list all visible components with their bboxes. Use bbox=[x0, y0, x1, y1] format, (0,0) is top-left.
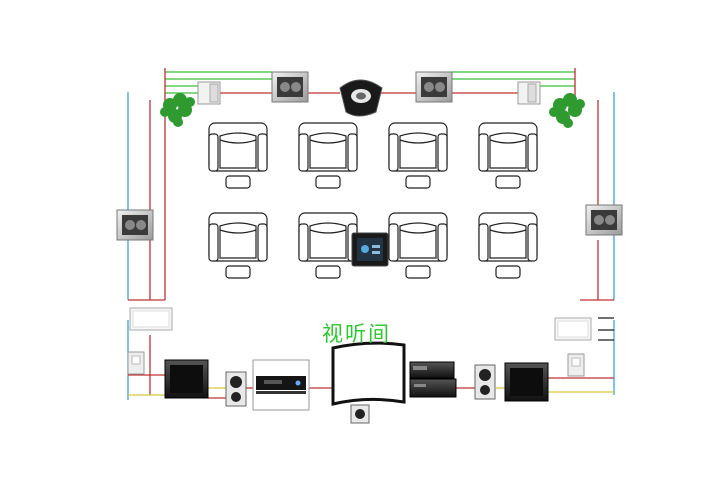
wiring bbox=[127, 68, 615, 400]
seat-icon bbox=[208, 212, 268, 279]
subwoofer-icon bbox=[504, 362, 549, 402]
seat-icon bbox=[388, 122, 448, 189]
subwoofer-icon bbox=[164, 359, 209, 399]
seat-icon bbox=[298, 212, 358, 279]
center-speaker-icon bbox=[474, 364, 496, 400]
plant-icon bbox=[549, 93, 585, 128]
room-title: 视听间 bbox=[322, 322, 391, 346]
media-player-icon bbox=[252, 359, 310, 411]
seating bbox=[208, 122, 538, 279]
projection-screen-icon bbox=[331, 341, 406, 406]
wall-switch-icon bbox=[567, 353, 585, 377]
seat-icon bbox=[298, 122, 358, 189]
satellite-speaker-icon bbox=[197, 81, 221, 105]
touch-control-panel-icon bbox=[351, 232, 389, 267]
in-wall-speaker-icon bbox=[415, 71, 453, 103]
projector-icon bbox=[339, 79, 383, 117]
seat-icon bbox=[388, 212, 448, 279]
in-wall-speaker-icon bbox=[585, 204, 623, 236]
av-receiver-icon bbox=[409, 361, 457, 398]
in-wall-speaker-icon bbox=[271, 71, 309, 103]
plant-icon bbox=[160, 93, 195, 127]
screen-speaker-icon bbox=[350, 404, 370, 424]
seat-icon bbox=[478, 122, 538, 189]
seat-icon bbox=[478, 212, 538, 279]
wall-switch-icon bbox=[127, 351, 145, 375]
center-speaker-icon bbox=[225, 371, 247, 407]
wall-panel-icon bbox=[554, 317, 592, 341]
seat-icon bbox=[208, 122, 268, 189]
satellite-speaker-icon bbox=[517, 81, 541, 105]
wall-panel-icon bbox=[129, 307, 173, 331]
in-wall-speaker-icon bbox=[116, 209, 154, 241]
